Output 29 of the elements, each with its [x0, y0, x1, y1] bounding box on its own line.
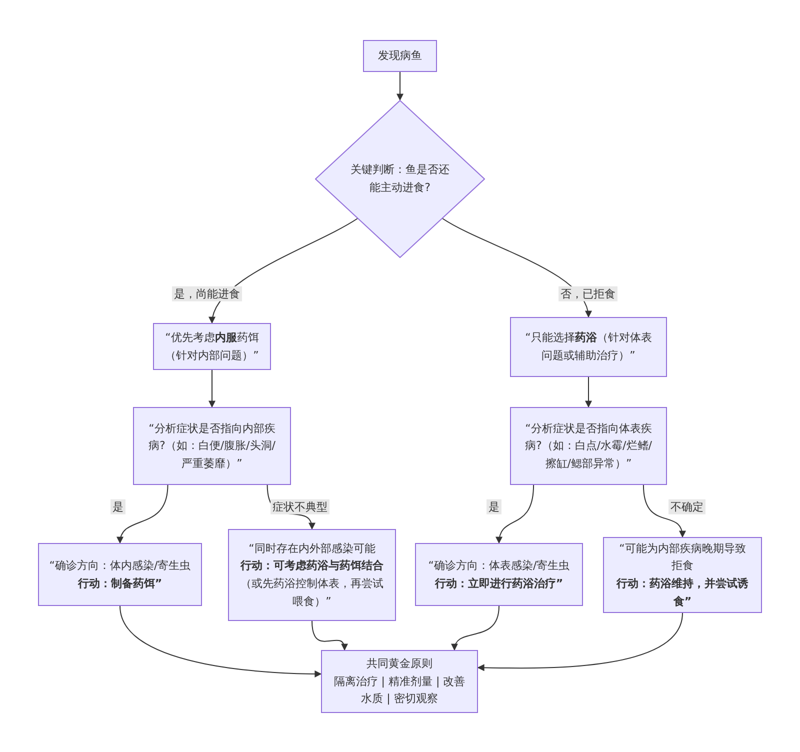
process-box: 发现病鱼	[363, 40, 437, 72]
edge-label: 不确定	[668, 499, 706, 515]
edge-label: 是	[486, 499, 502, 515]
process-box: “确诊方向：体内感染/寄生虫行动：制备药饵”	[38, 543, 202, 606]
process-box: “优先考虑内服药饵（针对内部问题）”	[153, 323, 271, 370]
process-box: “分析症状是否指向体表疾病?（如：白点/水霉/烂鳍/擦缸/鳃部异常）”	[510, 407, 667, 485]
arrow	[396, 72, 404, 101]
arrow	[120, 606, 322, 678]
arrow	[208, 370, 216, 408]
process-box: “同时存在内外部感染可能行动：可考虑药浴与药饵结合（或先药浴控制体表，再尝试喂食）”	[228, 529, 396, 621]
process-box: “分析症状是否指向内部疾病?（如：白便/腹胀/头洞/严重萎靡）”	[133, 407, 291, 485]
arrow	[210, 218, 358, 324]
edge-label: 是，尚能进食	[172, 286, 242, 302]
decision-diamond: 关键判断：鱼是否还能主动进食?	[315, 100, 485, 258]
edge-label: 是	[110, 499, 126, 515]
arrow	[477, 612, 683, 672]
process-box: “可能为内部疾病晚期导致拒食行动：药浴维持，并尝试诱食”	[603, 537, 762, 613]
edge-label: 症状不典型	[270, 499, 330, 515]
arrow	[312, 620, 348, 651]
arrow	[452, 606, 500, 651]
arrow	[496, 484, 534, 544]
arrow	[442, 218, 591, 318]
arrow	[642, 484, 686, 538]
process-box: “只能选择药浴（针对体表问题或辅助治疗）”	[510, 317, 667, 377]
edge-label: 否，已拒食	[558, 286, 618, 302]
arrow	[117, 484, 168, 544]
process-box: “确诊方向：体表感染/寄生虫行动：立即进行药浴治疗”	[415, 543, 583, 606]
process-box: 共同黄金原则 隔离治疗 | 精准剂量 | 改善水质 | 密切观察	[321, 650, 478, 713]
arrow	[585, 376, 592, 408]
